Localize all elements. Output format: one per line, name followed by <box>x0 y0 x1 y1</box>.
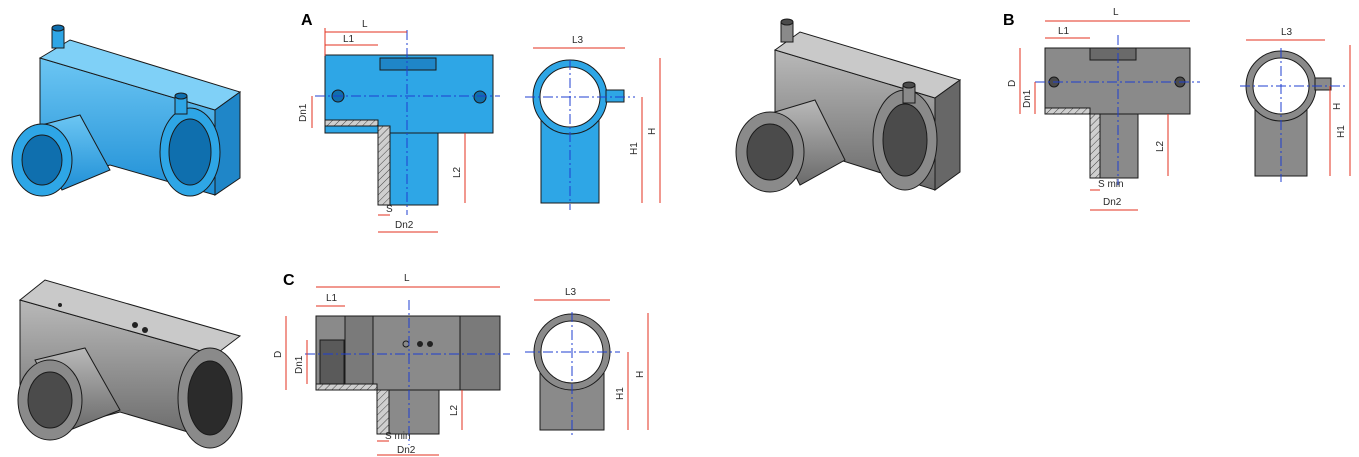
drawing-section-c: C L L1 D Dn1 L2 S min Dn2 L3 H1 <box>273 272 649 456</box>
section-letter-c: C <box>283 272 295 289</box>
dim-label-l1: L1 <box>343 34 355 45</box>
section-hatch <box>324 119 391 206</box>
section-hatch <box>315 383 390 435</box>
dim-label-l3: L3 <box>565 287 577 298</box>
dim-label-l3: L3 <box>1281 27 1293 38</box>
dim-label-l: L <box>404 273 410 284</box>
dim-label-dn1: Dn1 <box>294 355 305 374</box>
internal-thread <box>319 339 345 385</box>
section-hatch <box>1044 107 1101 179</box>
dim-label-l2: L2 <box>452 166 463 178</box>
dim-label-s: S min <box>1098 179 1124 190</box>
dim-label-h: H <box>1332 103 1343 110</box>
dim-label-s: S <box>386 204 393 215</box>
dim-label-l2: L2 <box>1155 140 1166 152</box>
iso-threaded-tee-grey <box>17 279 243 449</box>
dim-label-d: D <box>273 351 284 358</box>
dim-label-h: H <box>647 128 658 135</box>
dim-label-dn2: Dn2 <box>395 220 414 231</box>
dim-label-h: H <box>635 371 646 378</box>
dim-label-l: L <box>362 19 368 30</box>
dim-label-l1: L1 <box>326 293 338 304</box>
dim-label-h1: H1 <box>615 387 626 400</box>
dim-label-dn1: Dn1 <box>298 103 309 122</box>
section-letter-a: A <box>301 12 313 29</box>
iso-electrofusion-tee-grey <box>735 18 962 193</box>
dim-label-l3: L3 <box>572 35 584 46</box>
dim-label-l1: L1 <box>1058 26 1070 37</box>
drawing-section-a: A L L1 Dn1 L2 S Dn2 L3 H1 <box>298 12 661 233</box>
drawing-section-b: B L L1 D Dn1 L2 S min Dn2 L3 H1 H <box>1003 7 1351 211</box>
dim-label-l: L <box>1113 7 1119 18</box>
dim-label-h1: H1 <box>1336 125 1347 138</box>
dim-label-h1: H1 <box>629 142 640 155</box>
section-letter-b: B <box>1003 12 1015 29</box>
dim-label-d: D <box>1007 80 1018 87</box>
dim-label-s: S min <box>385 431 411 442</box>
dim-label-dn2: Dn2 <box>1103 197 1122 208</box>
dim-label-dn1: Dn1 <box>1022 89 1033 108</box>
iso-electrofusion-tee-blue <box>11 24 242 197</box>
dim-label-dn2: Dn2 <box>397 445 416 456</box>
dim-label-l2: L2 <box>449 404 460 416</box>
